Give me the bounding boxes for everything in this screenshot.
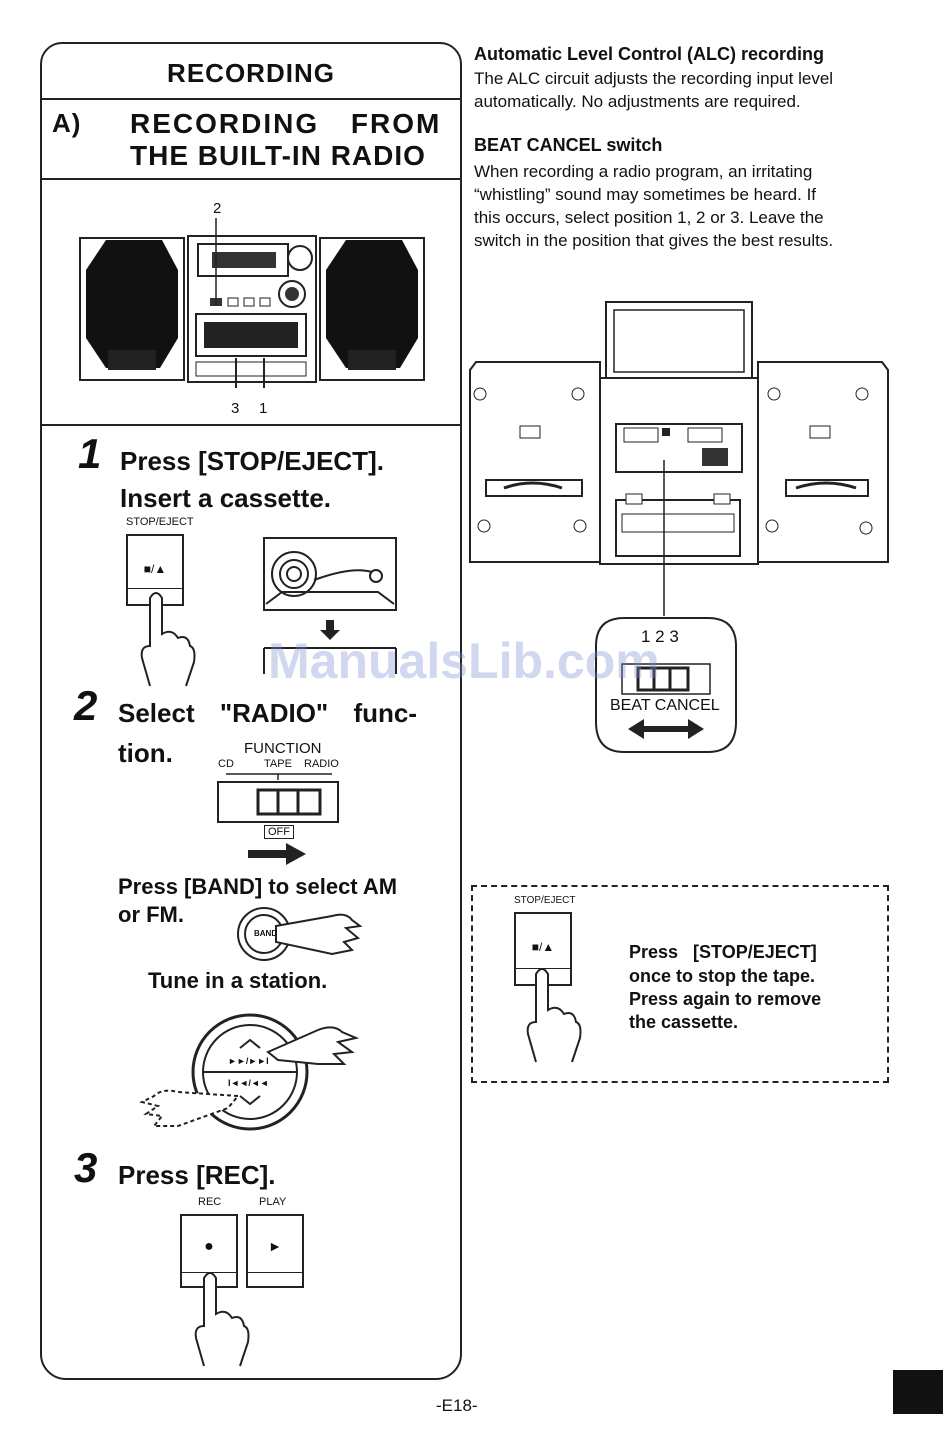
page-number: -E18- bbox=[436, 1396, 478, 1415]
unit-label-2: 2 bbox=[213, 200, 222, 217]
rear-unit-illustration bbox=[469, 301, 889, 616]
step2-number: 2 bbox=[74, 682, 98, 729]
note-line1: Press [STOP/EJECT] bbox=[629, 942, 817, 962]
header-divider bbox=[40, 98, 462, 100]
band-button-text: BAND bbox=[254, 929, 278, 938]
rec-label: REC bbox=[198, 1196, 222, 1208]
play-triangle-icon: ► bbox=[268, 1238, 282, 1254]
stop-eject-icon: ■/▲ bbox=[143, 562, 167, 576]
stop-eject-note-box bbox=[471, 885, 889, 1083]
note-line4: the cassette. bbox=[629, 1012, 739, 1032]
play-label: PLAY bbox=[259, 1196, 287, 1208]
step2-line1: Select "RADIO" func- bbox=[118, 698, 418, 728]
recording-panel bbox=[40, 42, 462, 1380]
function-option-tape: TAPE bbox=[264, 758, 292, 770]
alc-heading: Automatic Level Control (ALC) recording bbox=[474, 44, 825, 64]
arrow-right-icon bbox=[248, 843, 306, 865]
tune-text: Tune in a station. bbox=[148, 968, 328, 993]
section-title-line1: RECORDING FROM bbox=[130, 108, 442, 139]
alc-body-line2: automatically. No adjustments are requir… bbox=[474, 92, 801, 111]
beat-body-line4: switch in the position that gives the be… bbox=[474, 231, 834, 250]
note-hand-press-icon bbox=[526, 968, 582, 1063]
beat-body-line2: “whistling” sound may sometimes be heard… bbox=[474, 185, 817, 204]
function-option-cd: CD bbox=[218, 758, 234, 770]
beat-cancel-label: BEAT CANCEL bbox=[610, 697, 720, 714]
band-line2: or FM. bbox=[118, 902, 184, 927]
note-stop-eject-icon: ■/▲ bbox=[531, 940, 555, 954]
alc-body-line1: The ALC circuit adjusts the recording in… bbox=[474, 69, 834, 88]
function-option-radio: RADIO bbox=[304, 758, 339, 770]
step3-number: 3 bbox=[74, 1144, 98, 1191]
note-line3: Press again to remove bbox=[629, 989, 822, 1009]
unit-label-1: 1 bbox=[259, 400, 268, 417]
note-line2: once to stop the tape. bbox=[629, 966, 816, 986]
beat-cancel-positions: 1 2 3 bbox=[641, 627, 679, 646]
section-label: A) bbox=[52, 108, 82, 138]
note-button-label: STOP/EJECT bbox=[514, 895, 576, 906]
beat-body-line3: this occurs, select position 1, 2 or 3. … bbox=[474, 208, 824, 227]
step1-line2: Insert a cassette. bbox=[120, 483, 332, 513]
hand-press-rec-icon bbox=[194, 1272, 250, 1367]
band-button-illustration bbox=[237, 907, 363, 961]
page-tab-marker bbox=[893, 1370, 943, 1414]
hand-press-icon bbox=[140, 592, 196, 687]
watermark: ManualsLib.com bbox=[268, 633, 660, 689]
beat-cancel-callout bbox=[595, 617, 737, 753]
play-button: ► bbox=[246, 1214, 304, 1288]
section-divider bbox=[40, 178, 462, 180]
step1-line1: Press [STOP/EJECT]. bbox=[120, 446, 384, 476]
record-dot-icon: ● bbox=[204, 1238, 214, 1255]
step1-button-label: STOP/EJECT bbox=[126, 516, 194, 528]
unit-label-3: 3 bbox=[231, 400, 240, 417]
beat-heading: BEAT CANCEL switch bbox=[474, 135, 663, 155]
illustration-divider bbox=[40, 424, 462, 426]
tuning-knob-illustration bbox=[139, 1013, 360, 1131]
band-line1: Press [BAND] to select AM bbox=[118, 874, 398, 899]
step2-line2: tion. bbox=[118, 738, 173, 768]
beat-body-line1: When recording a radio program, an irrit… bbox=[474, 162, 813, 181]
section-title-line2: THE BUILT-IN RADIO bbox=[130, 140, 426, 171]
function-switch bbox=[217, 773, 339, 823]
panel-header: RECORDING bbox=[167, 58, 335, 88]
stereo-unit-illustration bbox=[79, 218, 425, 388]
off-label: OFF bbox=[264, 825, 294, 839]
step3-text: Press [REC]. bbox=[118, 1160, 276, 1190]
function-label: FUNCTION bbox=[244, 740, 322, 757]
step1-number: 1 bbox=[78, 430, 102, 477]
cassette-insert-illustration bbox=[263, 537, 397, 674]
tune-up-symbol: ►►/►►I bbox=[228, 1056, 269, 1066]
tune-down-symbol: I◄◄/◄◄ bbox=[228, 1078, 269, 1088]
